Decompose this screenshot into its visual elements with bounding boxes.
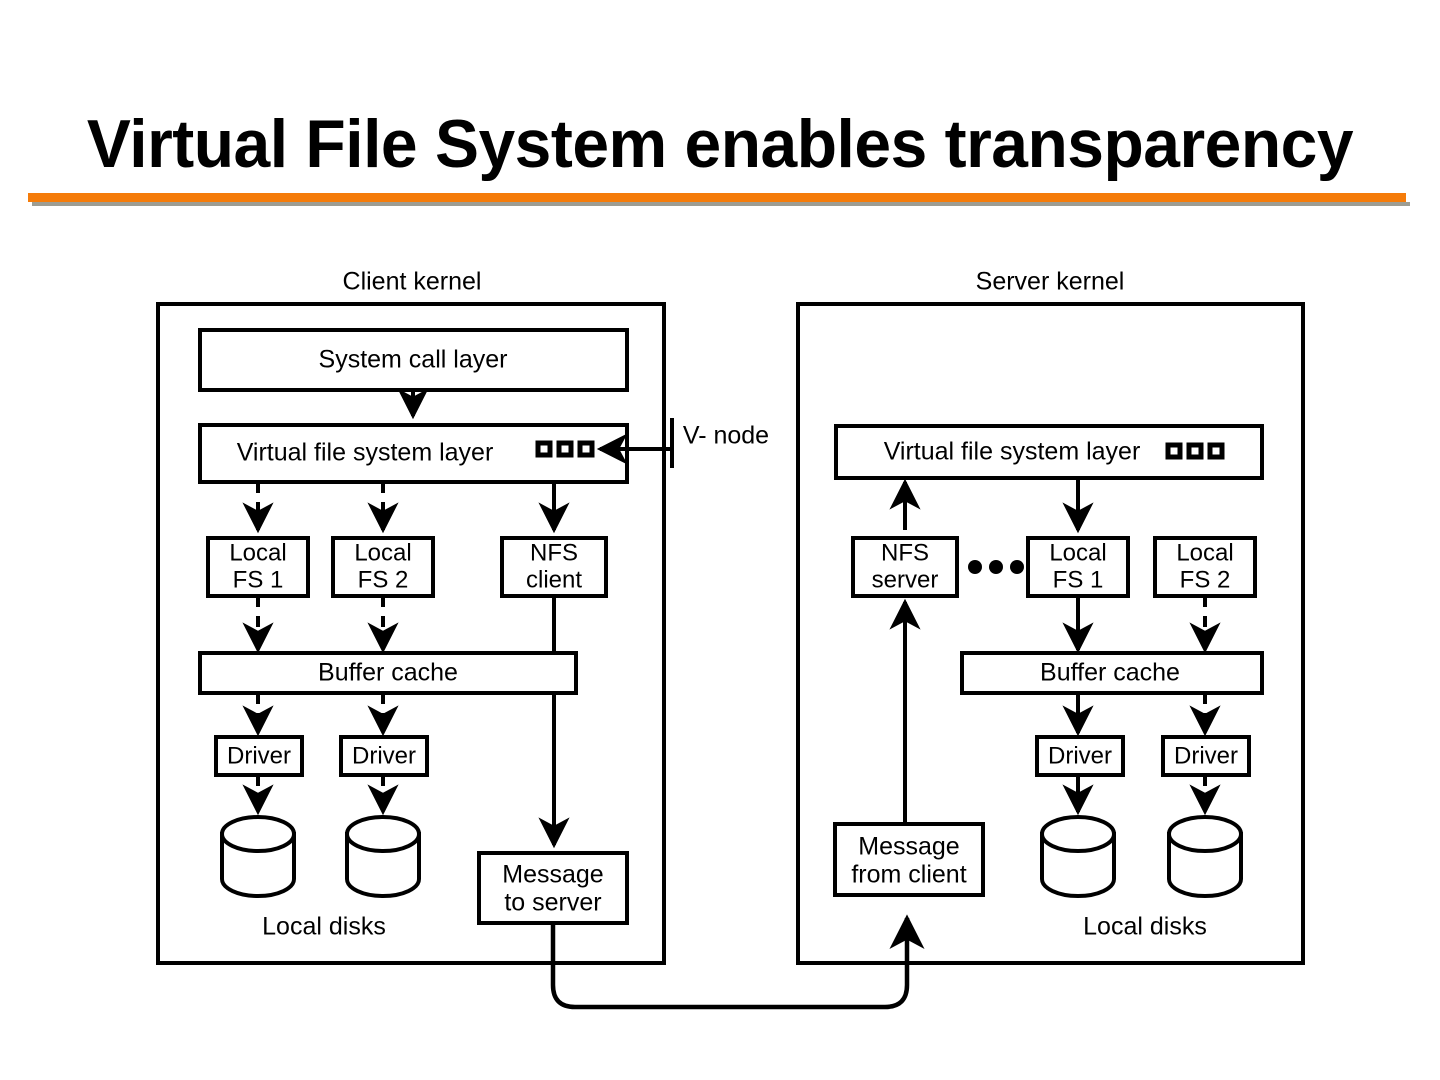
server-vfs-layer-label: Virtual file system layer	[884, 438, 1141, 466]
server-buffer-cache-label: Buffer cache	[1040, 659, 1180, 687]
title-rule-shadow	[32, 202, 1410, 206]
server-local-disks-label: Local disks	[1083, 913, 1207, 941]
client-vfs-layer-box[interactable]	[198, 423, 629, 484]
client-local-disks-label: Local disks	[262, 913, 386, 941]
client-system-call-layer-box[interactable]	[198, 328, 629, 392]
server-vnode-icon-2	[1186, 442, 1204, 460]
client-buffer-cache-label: Buffer cache	[318, 659, 458, 687]
client-message-to-server-line2: to server	[504, 889, 601, 917]
vnode-callout-label: V- node	[683, 422, 769, 450]
client-disk-1	[220, 815, 296, 898]
client-nfs-client-box[interactable]	[500, 536, 608, 598]
server-driver-2-box[interactable]	[1161, 735, 1251, 777]
server-message-from-client-line1: Message	[858, 833, 959, 861]
page-title: Virtual File System enables transparency	[86, 106, 1354, 182]
server-message-from-client-box[interactable]	[833, 822, 985, 897]
client-vnode-icon-2	[556, 440, 574, 458]
client-message-to-server-line1: Message	[502, 861, 603, 889]
server-nfs-server-line1: NFS	[881, 539, 929, 566]
client-driver-1-box[interactable]	[214, 735, 304, 777]
server-nfs-server-line2: server	[872, 566, 939, 593]
server-local-fs-1-line1: Local	[1049, 539, 1106, 566]
client-driver-2-box[interactable]	[339, 735, 429, 777]
client-local-fs-1-line2: FS 1	[233, 566, 284, 593]
client-buffer-cache-box[interactable]	[198, 651, 578, 695]
server-disk-2	[1167, 815, 1243, 898]
client-nfs-client-line1: NFS	[530, 539, 578, 566]
client-system-call-layer-label: System call layer	[319, 346, 508, 374]
server-message-from-client-line2: from client	[851, 861, 966, 889]
network-link-path	[550, 914, 925, 1010]
server-local-fs-1-line2: FS 1	[1053, 566, 1104, 593]
client-driver-1-label: Driver	[227, 742, 291, 769]
server-local-fs-2-box[interactable]	[1153, 536, 1257, 598]
client-vnode-icon-1	[535, 440, 553, 458]
server-driver-2-label: Driver	[1174, 742, 1238, 769]
server-ellipsis-icon	[968, 560, 1024, 574]
client-message-to-server-box[interactable]	[477, 851, 629, 925]
client-driver-2-label: Driver	[352, 742, 416, 769]
server-kernel-caption: Server kernel	[976, 268, 1125, 296]
server-local-fs-2-line1: Local	[1176, 539, 1233, 566]
client-vnode-icon-3	[577, 440, 595, 458]
client-local-fs-2-line1: Local	[354, 539, 411, 566]
client-vfs-layer-label: Virtual file system layer	[237, 439, 494, 467]
title-underline-rule	[28, 193, 1406, 202]
client-local-fs-1-box[interactable]	[206, 536, 310, 598]
server-driver-1-label: Driver	[1048, 742, 1112, 769]
client-kernel-caption: Client kernel	[343, 268, 482, 296]
client-local-fs-1-line1: Local	[229, 539, 286, 566]
server-vnode-icon-1	[1165, 442, 1183, 460]
server-vnode-icon-3	[1207, 442, 1225, 460]
server-nfs-server-box[interactable]	[851, 536, 959, 598]
server-local-fs-2-line2: FS 2	[1180, 566, 1231, 593]
client-disk-2	[345, 815, 421, 898]
server-disk-1	[1040, 815, 1116, 898]
client-local-fs-2-line2: FS 2	[358, 566, 409, 593]
client-nfs-client-line2: client	[526, 566, 582, 593]
client-local-fs-2-box[interactable]	[331, 536, 435, 598]
server-buffer-cache-box[interactable]	[960, 651, 1264, 695]
